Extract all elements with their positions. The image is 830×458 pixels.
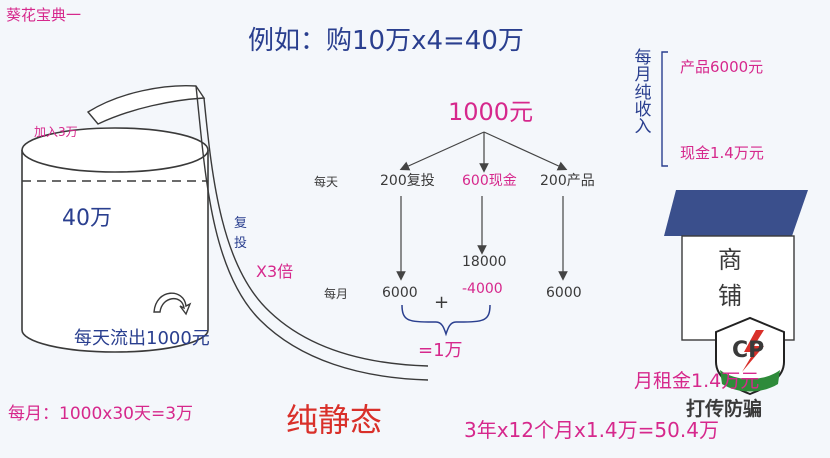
tank-add-label: 加入3万 bbox=[34, 125, 78, 139]
top-left-title: 葵花宝典一 bbox=[6, 6, 82, 24]
shop-sign-line2: 铺 bbox=[718, 282, 742, 310]
shop-building bbox=[664, 190, 808, 341]
reinvest-label: 复投 bbox=[234, 216, 248, 251]
tree-connectors bbox=[396, 131, 568, 281]
tank-amount-label: 40万 bbox=[62, 206, 112, 231]
monthly-income-vertical-label: 每月纯收入 bbox=[634, 48, 652, 138]
branch-reinvest: 200复投 bbox=[380, 173, 435, 189]
tank-outflow-label: 每天流出1000元 bbox=[74, 328, 210, 349]
passive-title: 纯静态 bbox=[286, 401, 383, 439]
tree-monthly-label: 每月 bbox=[324, 287, 349, 301]
income-cash-line: 现金1.4万元 bbox=[680, 144, 764, 162]
month-reinvest: 6000 bbox=[382, 285, 418, 301]
month-cash-gross: 18000 bbox=[462, 254, 507, 270]
outflow-pipe-outer bbox=[195, 85, 429, 381]
monthly-calc: 每月：1000x30天=3万 bbox=[8, 404, 194, 424]
shop-rent-label: 月租金1.4万元 bbox=[634, 370, 760, 392]
branch-product: 200产品 bbox=[540, 173, 595, 189]
example-heading: 例如：购10万x4=40万 bbox=[248, 26, 524, 56]
income-bracket bbox=[661, 51, 668, 167]
watermark-logo-letters: CP bbox=[732, 338, 765, 363]
shop-sign-line1: 商 bbox=[718, 246, 742, 274]
tree-root-amount: 1000元 bbox=[448, 98, 534, 126]
sum-brace bbox=[401, 304, 491, 337]
branch-cash: 600现金 bbox=[462, 173, 517, 189]
yearly-calc: 3年x12个月x1.4万=50.4万 bbox=[464, 418, 719, 442]
outflow-pipe-inner bbox=[203, 97, 429, 367]
plus-sign: + bbox=[434, 292, 450, 313]
multiplier-label: X3倍 bbox=[256, 262, 294, 281]
month-cash-minus: -4000 bbox=[462, 281, 503, 297]
outflow-arrow-icon bbox=[153, 292, 192, 316]
sum-label: =1万 bbox=[418, 340, 463, 361]
watermark-logo bbox=[715, 316, 785, 396]
month-product: 6000 bbox=[546, 285, 582, 301]
inflow-pipe bbox=[86, 85, 206, 125]
income-product-line: 产品6000元 bbox=[680, 58, 764, 76]
watermark-text: 打传防骗 bbox=[686, 398, 763, 420]
tank-cylinder bbox=[21, 127, 209, 353]
tree-daily-label: 每天 bbox=[314, 175, 339, 189]
